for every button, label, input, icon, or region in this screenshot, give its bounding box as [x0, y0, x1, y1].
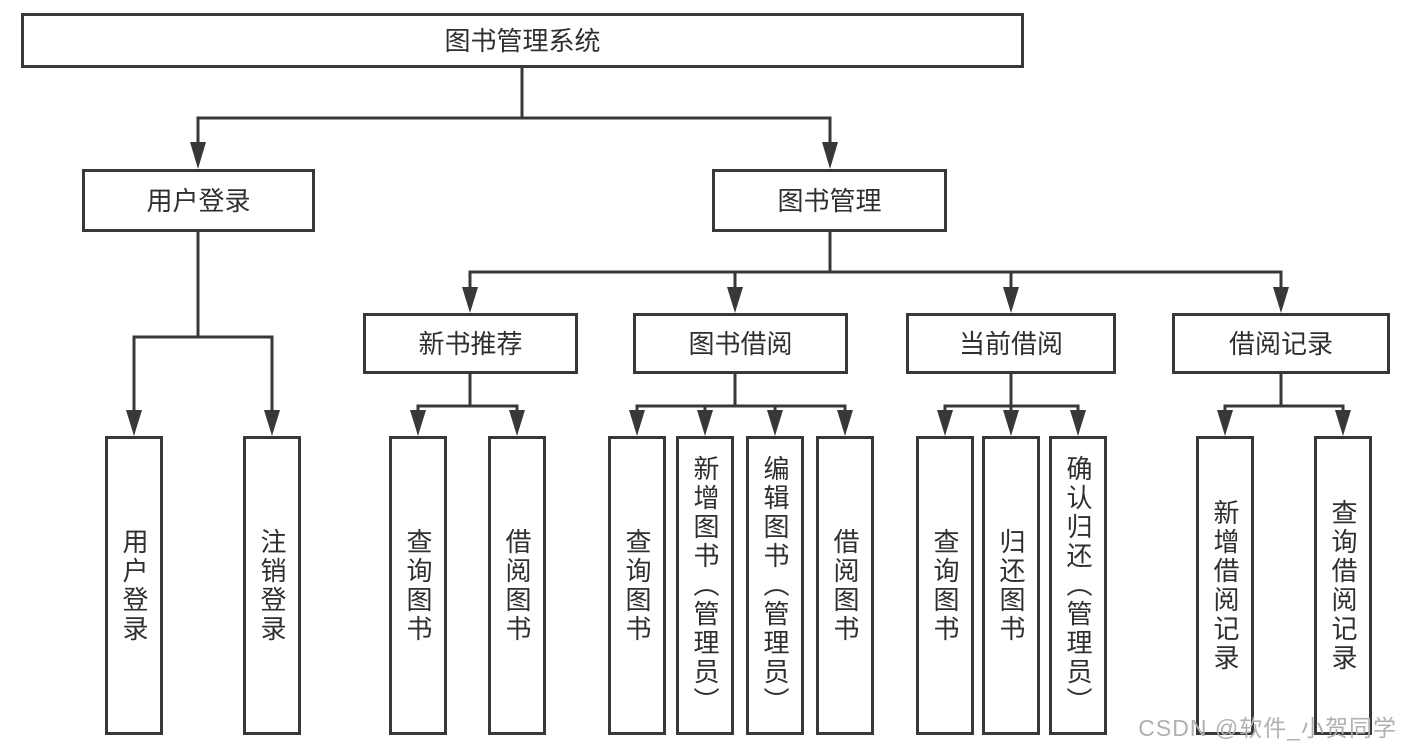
leaf-label: 用户登录 — [119, 527, 149, 644]
node-label: 借阅记录 — [1228, 328, 1333, 359]
leaf-edit-book-admin: 编辑图书（管理员） — [746, 436, 804, 735]
leaf-label: 归还图书 — [996, 527, 1026, 644]
leaf-add-book-admin: 新增图书（管理员） — [676, 436, 734, 735]
node-book-management-branch: 图书管理 — [712, 169, 947, 232]
node-user-login-branch: 用户登录 — [82, 169, 315, 232]
node-book-borrowing: 图书借阅 — [633, 313, 848, 374]
leaf-query-books-recommend: 查询图书 — [389, 436, 447, 735]
leaf-label: 确认归还（管理员） — [1063, 455, 1093, 716]
watermark: CSDN @软件_小贺同学 — [1138, 715, 1397, 741]
node-label: 新书推荐 — [418, 328, 523, 359]
leaf-label: 新增借阅记录 — [1210, 498, 1240, 673]
leaf-query-books-borrowing: 查询图书 — [608, 436, 666, 735]
node-library-management-system: 图书管理系统 — [21, 13, 1024, 68]
leaf-label: 新增图书（管理员） — [690, 455, 720, 716]
node-label: 图书管理系统 — [444, 25, 601, 56]
leaf-add-borrow-record: 新增借阅记录 — [1196, 436, 1254, 735]
node-label: 当前借阅 — [958, 328, 1063, 359]
leaf-logout: 注销登录 — [243, 436, 301, 735]
leaf-label: 编辑图书（管理员） — [760, 455, 790, 716]
leaf-label: 注销登录 — [257, 527, 287, 644]
leaf-return-books: 归还图书 — [982, 436, 1040, 735]
leaf-label: 借阅图书 — [502, 527, 532, 644]
leaf-query-books-current: 查询图书 — [916, 436, 974, 735]
leaf-borrow-books-recommend: 借阅图书 — [488, 436, 546, 735]
leaf-confirm-return-admin: 确认归还（管理员） — [1049, 436, 1107, 735]
leaf-label: 查询图书 — [622, 527, 652, 644]
node-label: 图书借阅 — [688, 328, 793, 359]
leaf-user-login: 用户登录 — [105, 436, 163, 735]
node-new-book-recommendation: 新书推荐 — [363, 313, 578, 374]
node-current-borrowing: 当前借阅 — [906, 313, 1116, 374]
leaf-label: 查询图书 — [403, 527, 433, 644]
arrowheads — [126, 142, 1351, 436]
node-label: 用户登录 — [146, 185, 251, 216]
leaf-borrow-books-borrowing: 借阅图书 — [816, 436, 874, 735]
leaf-label: 查询借阅记录 — [1328, 498, 1358, 673]
leaf-query-borrow-record: 查询借阅记录 — [1314, 436, 1372, 735]
leaf-label: 查询图书 — [930, 527, 960, 644]
node-borrowing-records: 借阅记录 — [1172, 313, 1390, 374]
node-label: 图书管理 — [777, 185, 882, 216]
leaf-label: 借阅图书 — [830, 527, 860, 644]
